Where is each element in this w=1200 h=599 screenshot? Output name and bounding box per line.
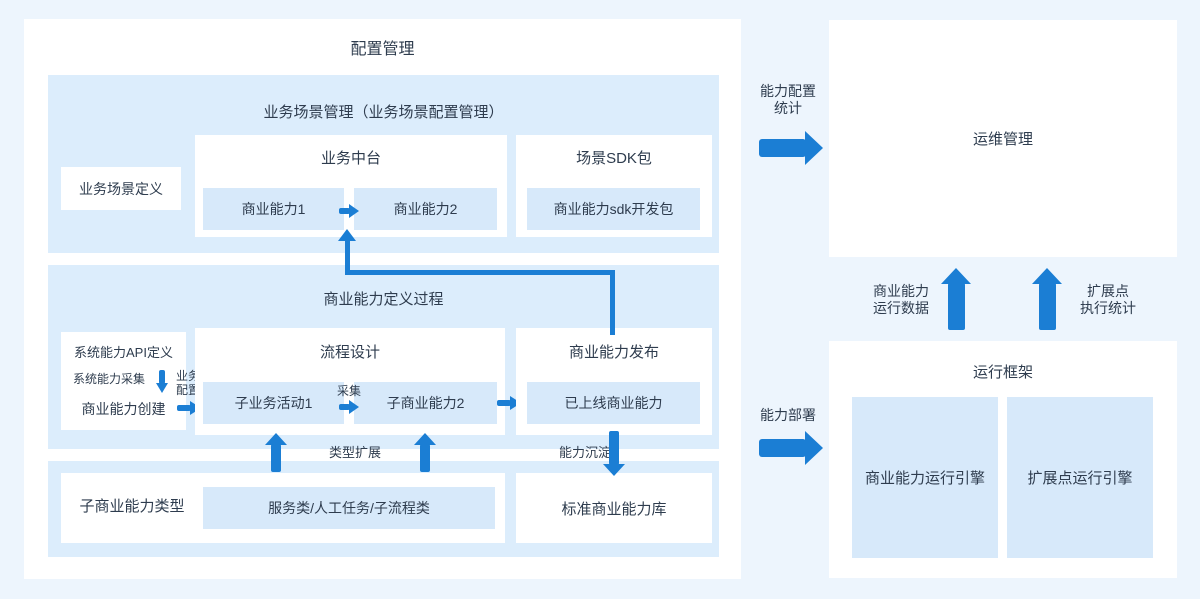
scene-definition-box: 业务场景定义 xyxy=(61,167,181,210)
capability2-box: 商业能力2 xyxy=(354,188,497,230)
capability-sink-label: 能力沉淀 xyxy=(558,444,611,460)
capability-run-engine-box: 商业能力运行引擎 xyxy=(852,397,998,558)
capability-config-stat-line1: 能力配置 xyxy=(760,83,816,99)
collect-label: 采集 xyxy=(336,383,361,398)
arrow-type-extend-up-2 xyxy=(414,433,436,472)
arrow-type-extend-up-1 xyxy=(265,433,287,472)
system-api-definition-label: 系统能力API定义 xyxy=(74,344,173,360)
run-data-line1: 商业能力 xyxy=(873,283,929,299)
run-data-label: 商业能力 运行数据 xyxy=(864,282,938,318)
type-list-box: 服务类/人工任务/子流程类 xyxy=(203,487,495,529)
extension-stat-line2: 执行统计 xyxy=(1080,300,1136,316)
business-middle-platform-title: 业务中台 xyxy=(320,149,381,167)
config-management-title: 配置管理 xyxy=(350,41,415,58)
scene-sdk-title: 场景SDK包 xyxy=(576,149,652,167)
ops-management-title: 运维管理 xyxy=(972,131,1033,148)
arrow-activity-to-subcap xyxy=(339,400,359,414)
biz-config-label: 业务 配置 xyxy=(172,368,204,398)
run-data-line2: 运行数据 xyxy=(873,300,929,316)
connector-segment-vertical-left xyxy=(345,240,350,273)
sub-capability2-box: 子商业能力2 xyxy=(354,382,497,424)
extension-stat-line1: 扩展点 xyxy=(1087,283,1129,299)
connector-segment-horizontal xyxy=(345,270,615,275)
biz-config-line1: 业务 xyxy=(175,369,200,383)
process-design-title: 流程设计 xyxy=(319,343,380,361)
capability-deploy-label: 能力部署 xyxy=(760,407,816,423)
sub-activity1-box: 子业务活动1 xyxy=(203,382,344,424)
arrow-ext-stat-up xyxy=(1032,268,1062,330)
extension-stat-label: 扩展点 执行统计 xyxy=(1071,282,1145,318)
sub-capability-type-label: 子商业能力类型 xyxy=(79,497,185,515)
arrow-system-collect-down xyxy=(156,370,168,393)
arrow-cap1-to-cap2 xyxy=(339,204,359,218)
capability-config-stat-label: 能力配置 统计 xyxy=(751,82,825,118)
connector-segment-vertical-right xyxy=(610,270,615,335)
capability-create-label: 商业能力创建 xyxy=(81,401,166,417)
capability1-box: 商业能力1 xyxy=(203,188,344,230)
capability-publish-title: 商业能力发布 xyxy=(568,343,659,361)
arrow-process-to-publish xyxy=(497,396,521,410)
arrow-config-stat-right xyxy=(759,131,823,165)
connector-arrowhead-up-icon xyxy=(338,229,356,241)
type-extend-label: 类型扩展 xyxy=(328,444,381,460)
extension-run-engine-box: 扩展点运行引擎 xyxy=(1007,397,1153,558)
runtime-framework-title: 运行框架 xyxy=(972,363,1033,381)
online-capability-box: 已上线商业能力 xyxy=(527,382,700,424)
arrow-capability-sink-down xyxy=(603,431,625,476)
sdk-package-box: 商业能力sdk开发包 xyxy=(527,188,700,230)
standard-capability-library-box: 标准商业能力库 xyxy=(516,473,712,543)
api-definition-create-box xyxy=(61,332,186,430)
ops-management-panel: 运维管理 xyxy=(829,20,1177,257)
biz-config-line2: 配置 xyxy=(175,383,200,397)
arrow-deploy-right xyxy=(759,431,823,465)
capability-config-stat-line2: 统计 xyxy=(774,100,802,116)
scene-management-title: 业务场景管理（业务场景配置管理） xyxy=(263,103,504,121)
arrow-run-data-up xyxy=(941,268,971,330)
system-capability-collect-label: 系统能力采集 xyxy=(72,371,145,386)
capability-definition-title: 商业能力定义过程 xyxy=(323,290,444,308)
